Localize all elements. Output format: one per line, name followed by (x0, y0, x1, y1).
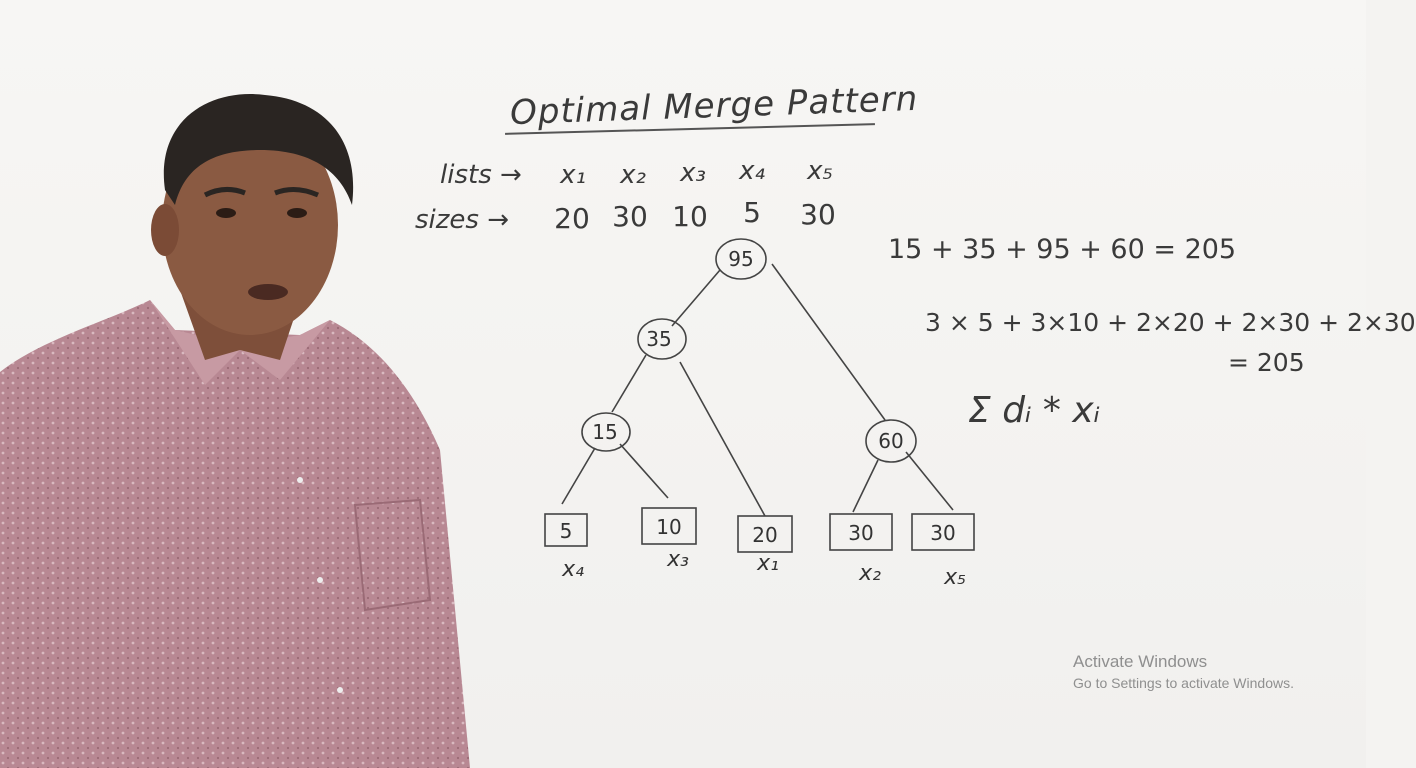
node-15-text: 15 (592, 420, 617, 444)
activation-watermark: Activate Windows Go to Settings to activ… (1073, 652, 1294, 691)
node-95 (715, 238, 767, 280)
lists-label: lists → (440, 160, 522, 190)
leaf-x4-box (544, 513, 588, 547)
list-x1: x₁ (560, 160, 586, 190)
edge-35-20 (679, 361, 766, 517)
equation-weighted: 3 × 5 + 3×10 + 2×20 + 2×30 + 2×30 (925, 308, 1416, 337)
node-35 (637, 318, 687, 360)
list-x2: x₂ (620, 160, 646, 190)
leaf-x3-value: 10 (656, 515, 681, 539)
leaf-x5-value: 30 (930, 521, 955, 545)
node-35-text: 35 (646, 327, 671, 351)
edge-15-5 (561, 447, 596, 505)
leaf-x4-value: 5 (560, 519, 573, 543)
edge-60-30b (905, 451, 954, 511)
equation-sum: 15 + 35 + 95 + 60 = 205 (888, 234, 1237, 265)
leaf-x1-box (737, 515, 793, 553)
hair (163, 94, 354, 205)
edge-15-10 (619, 443, 669, 499)
node-60 (865, 419, 917, 463)
leaf-x1-value: 20 (752, 523, 777, 547)
leaf-x1-label: x₁ (756, 551, 779, 576)
equation-weighted-result: = 205 (1228, 348, 1305, 377)
presenter (0, 94, 470, 768)
edge-95-35 (671, 269, 721, 327)
leaf-x4-label: x₄ (561, 557, 584, 582)
leaf-x3-box (641, 507, 697, 545)
node-60-text: 60 (878, 429, 903, 453)
leaf-x5-box (911, 513, 975, 551)
leaf-x2-value: 30 (848, 521, 873, 545)
edge-95-60 (771, 263, 886, 421)
leaf-x3-label: x₃ (666, 547, 689, 572)
leaf-x2-box (829, 513, 893, 551)
size-x1: 20 (554, 202, 590, 235)
size-x2: 30 (612, 200, 648, 233)
size-x3: 10 (672, 200, 708, 233)
ear (151, 204, 179, 256)
collar (150, 300, 330, 385)
node-95-text: 95 (728, 247, 753, 271)
size-x4: 5 (743, 196, 761, 229)
list-x5: x₅ (807, 156, 833, 186)
list-x4: x₄ (739, 156, 765, 186)
edge-35-15 (611, 354, 647, 413)
merge-tree: 95 35 15 60 5 10 20 30 30 x₄ x₃ x₁ x₂ x₅ (544, 238, 975, 590)
sizes-label: sizes → (415, 205, 510, 235)
shirt (0, 300, 470, 768)
leaf-x2-label: x₂ (858, 561, 881, 586)
list-x3: x₃ (680, 158, 706, 188)
edge-60-30a (852, 459, 879, 513)
size-x5: 30 (800, 198, 836, 231)
face (162, 115, 338, 335)
watermark-subtitle: Go to Settings to activate Windows. (1073, 675, 1294, 691)
watermark-title: Activate Windows (1073, 652, 1208, 671)
leaf-x5-label: x₅ (943, 565, 966, 590)
node-15 (581, 412, 631, 452)
formula: Σ dᵢ * xᵢ (968, 390, 1101, 431)
